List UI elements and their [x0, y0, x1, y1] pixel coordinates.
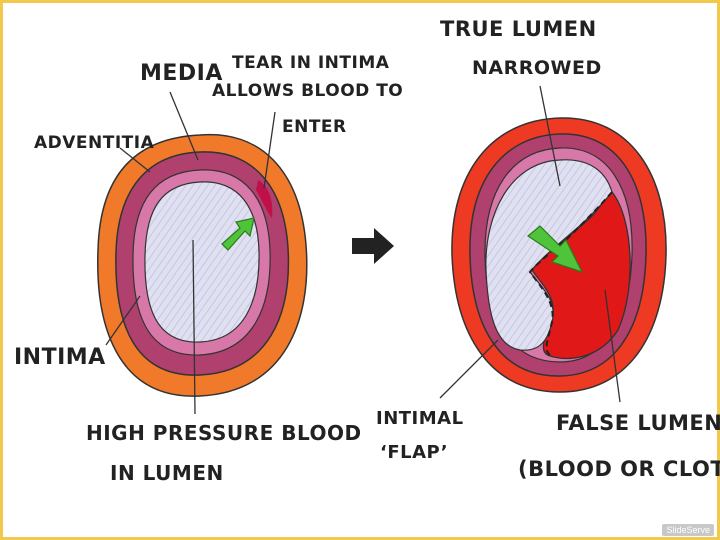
label-intimal-flap-line2: ‘FLAP’: [380, 442, 448, 463]
label-false-lumen-line1: FALSE LUMEN: [556, 411, 720, 435]
label-adventitia: ADVENTITIA: [34, 133, 155, 153]
right-arrow-icon: [352, 228, 394, 264]
green-arrow-icon: [221, 217, 255, 251]
label-intimal-flap-line1: INTIMAL: [376, 408, 464, 429]
watermark: SlideServe: [662, 524, 714, 536]
label-high-pressure-line2: IN LUMEN: [110, 461, 224, 485]
dissected-vessel: [451, 117, 667, 393]
label-high-pressure-line1: HIGH PRESSURE BLOOD: [86, 421, 362, 445]
green-arrow-icon: [526, 225, 584, 274]
right-leader-lines: [439, 85, 621, 403]
label-intima: INTIMA: [14, 345, 106, 370]
label-tear-line1: TEAR IN INTIMA: [232, 53, 390, 73]
label-true-lumen-line2: NARROWED: [472, 57, 602, 79]
true-lumen: [485, 159, 613, 351]
intimal-tear: [256, 180, 273, 218]
lumen: [144, 181, 260, 343]
labels: MEDIA TEAR IN INTIMA ALLOWS BLOOD TO ENT…: [14, 17, 720, 485]
label-tear-line2: ALLOWS BLOOD TO: [212, 81, 403, 101]
normal-vessel: [97, 133, 308, 397]
label-true-lumen-line1: TRUE LUMEN: [440, 17, 597, 41]
label-media: MEDIA: [140, 61, 223, 86]
label-false-lumen-line2: (BLOOD OR CLOT): [518, 457, 720, 481]
label-tear-line3: ENTER: [282, 117, 347, 137]
intimal-flap-line: [528, 191, 613, 357]
left-leader-lines: [105, 91, 276, 415]
